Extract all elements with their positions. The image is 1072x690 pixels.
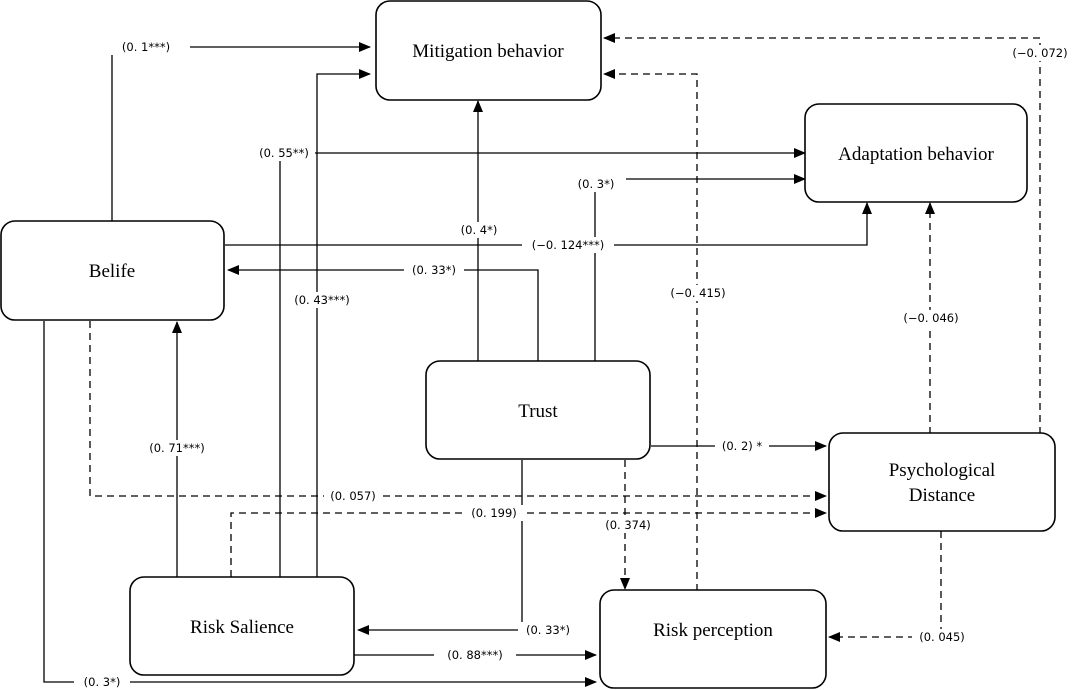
edge-belife-adaptation: [225, 202, 872, 246]
svg-text:(0. 057): (0. 057): [330, 489, 376, 503]
svg-text:Mitigation behavior: Mitigation behavior: [412, 41, 564, 62]
edge-label-salience-perception: (0. 88***): [434, 647, 516, 663]
edge-salience-mitigation: [316, 69, 371, 577]
svg-text:Psychological: Psychological: [889, 460, 996, 481]
node-psychological-distance: Psychological Distance: [828, 432, 1056, 532]
svg-text:(0. 33*): (0. 33*): [526, 623, 570, 637]
edge-label-salience-psych: (0. 199): [464, 505, 524, 521]
node-risk-perception: Risk perception: [599, 589, 827, 689]
edge-label-psych-adaptation: (−0. 046): [899, 310, 963, 326]
node-belife: Belife: [0, 220, 225, 321]
edge-psych-perception: [828, 531, 942, 642]
node-adaptation-behavior: Adaptation behavior: [804, 103, 1028, 203]
edge-belife-psych: [89, 321, 827, 501]
svg-text:(0. 43***): (0. 43***): [294, 293, 349, 307]
edge-label-psych-mitigation: (−0. 072): [1009, 45, 1071, 61]
edge-perception-mitigation: [603, 69, 698, 591]
svg-text:(0. 3*): (0. 3*): [578, 177, 615, 191]
svg-text:(0. 1***): (0. 1***): [122, 40, 170, 54]
svg-text:(−0. 124***): (−0. 124***): [532, 238, 604, 252]
svg-text:(0. 88***): (0. 88***): [447, 648, 502, 662]
edge-label-belife-mitigation: (0. 1***): [104, 39, 190, 55]
svg-text:(−0. 072): (−0. 072): [1012, 46, 1067, 60]
svg-text:(0. 3*): (0. 3*): [84, 675, 121, 689]
edge-belife-perception: [43, 321, 597, 687]
svg-text:(−0. 046): (−0. 046): [903, 311, 958, 325]
edge-label-trust-adaptation: (0. 3*): [566, 176, 626, 192]
svg-text:Distance: Distance: [909, 485, 975, 506]
svg-text:(0. 199): (0. 199): [471, 506, 517, 520]
edge-label-perception-mitigation: (−0. 415): [667, 285, 729, 301]
edge-belife-mitigation: [111, 42, 371, 221]
svg-text:Adaptation behavior: Adaptation behavior: [838, 144, 994, 165]
node-mitigation-behavior: Mitigation behavior: [375, 0, 602, 101]
svg-text:Belife: Belife: [89, 261, 135, 282]
svg-text:(0. 045): (0. 045): [919, 630, 965, 644]
edge-label-trust-perception: (0. 374): [597, 517, 659, 533]
svg-text:(0. 4*): (0. 4*): [461, 223, 498, 237]
edge-trust-adaptation: [594, 174, 806, 361]
svg-text:Trust: Trust: [518, 401, 558, 422]
edge-label-trust-mitigation: (0. 4*): [452, 222, 506, 238]
edge-label-salience-adaptation: (0. 55**): [253, 145, 315, 161]
svg-text:(0. 55**): (0. 55**): [259, 146, 309, 160]
svg-text:Risk Salience: Risk Salience: [190, 617, 294, 638]
edge-label-salience-belife: (0. 71***): [137, 440, 217, 456]
edge-salience-psych: [230, 508, 827, 577]
node-risk-salience: Risk Salience: [129, 576, 355, 676]
edge-label-salience-mitigation: (0. 43***): [283, 292, 361, 308]
svg-text:(0. 33*): (0. 33*): [412, 263, 456, 277]
edge-label-trust-psych: (0. 2) *: [715, 438, 769, 454]
svg-text:Risk perception: Risk perception: [653, 620, 773, 641]
edge-label-trust-salience: (0. 33*): [518, 622, 578, 638]
edge-label-trust-belife: (0. 33*): [404, 262, 464, 278]
edge-label-belife-adaptation: (−0. 124***): [522, 237, 614, 253]
svg-text:(0. 71***): (0. 71***): [149, 441, 204, 455]
svg-text:(0. 374): (0. 374): [605, 518, 651, 532]
edge-label-psych-perception: (0. 045): [912, 629, 972, 645]
edge-trust-belife: [227, 265, 539, 361]
node-trust: Trust: [425, 360, 651, 460]
edge-label-belife-psych: (0. 057): [324, 488, 382, 504]
edge-trust-salience: [357, 460, 523, 635]
edge-psych-mitigation: [603, 33, 1041, 434]
svg-text:(−0. 415): (−0. 415): [670, 286, 725, 300]
edge-label-belife-perception: (0. 3*): [74, 674, 130, 690]
svg-text:(0. 2) *: (0. 2) *: [722, 439, 763, 453]
